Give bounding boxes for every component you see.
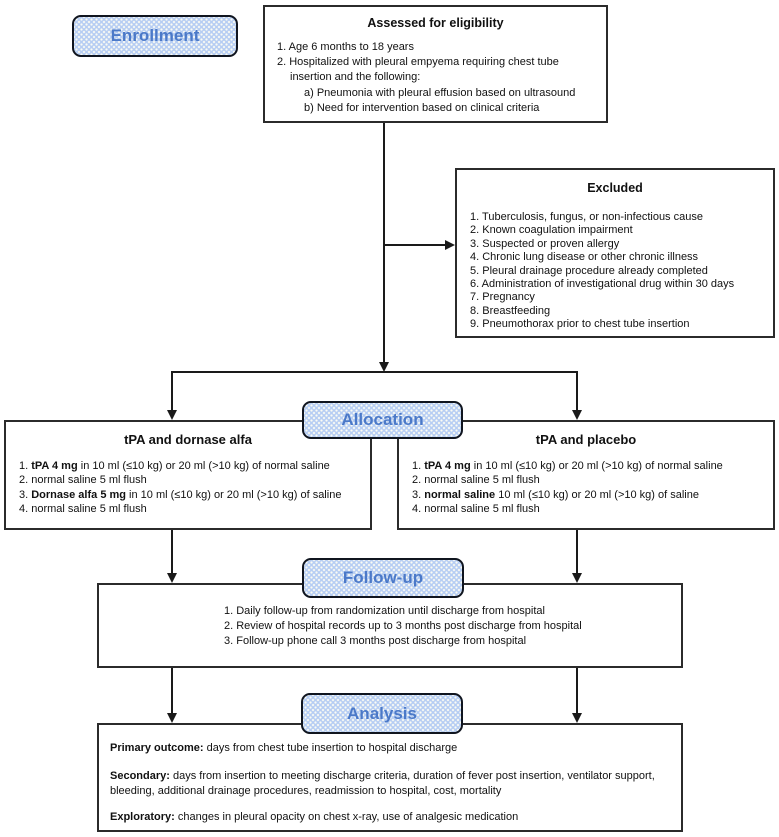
analysis-secondary: Secondary: days from insertion to meetin…	[110, 770, 655, 797]
arrowhead-down-icon	[572, 573, 582, 583]
arm-right-list: 1. tPA 4 mg in 10 ml (≤10 kg) or 20 ml (…	[412, 459, 723, 517]
list-item: 8. Breastfeeding	[470, 304, 551, 317]
list-item: 1. Tuberculosis, fungus, or non-infectio…	[470, 211, 703, 223]
list-item: 3. Suspected or proven allergy	[470, 237, 620, 250]
list-item: 3. normal saline 10 ml (≤10 kg) or 20 ml…	[412, 488, 699, 501]
list-item: 4. Chronic lung disease or other chronic…	[470, 251, 699, 264]
connector-armleft-to-followup	[171, 530, 173, 574]
connector-followup-to-analysis-right	[576, 668, 578, 714]
allocation-badge-label: Allocation	[341, 410, 424, 429]
list-item: 5. Pleural drainage procedure already co…	[470, 264, 708, 277]
list-item: 2. normal saline 5 ml flush	[19, 474, 147, 487]
eligibility-box: Assessed for eligibility 1. Age 6 months…	[263, 5, 608, 123]
connector-split-horizontal	[171, 371, 578, 373]
list-item: 3. Follow-up phone call 3 months post di…	[224, 634, 527, 647]
enrollment-badge: Enrollment	[72, 15, 238, 57]
list-item: 1. tPA 4 mg in 10 ml (≤10 kg) or 20 ml (…	[19, 460, 330, 472]
enrollment-badge-label: Enrollment	[110, 26, 200, 45]
list-item: 2. normal saline 5 ml flush	[412, 474, 540, 487]
analysis-badge: Analysis	[301, 693, 463, 734]
list-item: 1. Daily follow-up from randomization un…	[224, 605, 545, 617]
list-item: 1. Age 6 months to 18 years	[277, 41, 414, 53]
followup-box: 1. Daily follow-up from randomization un…	[97, 583, 683, 668]
arm-right-title: tPA and placebo	[535, 432, 637, 447]
list-item: 3. Dornase alfa 5 mg in 10 ml (≤10 kg) o…	[19, 488, 342, 501]
arm-box-tpa-placebo: tPA and placebo 1. tPA 4 mg in 10 ml (≤1…	[397, 420, 775, 530]
list-item: insertion and the following:	[290, 71, 421, 84]
list-item: 2. Review of hospital records up to 3 mo…	[224, 619, 582, 632]
arm-left-title: tPA and dornase alfa	[124, 432, 252, 447]
list-item: 9. Pneumothorax prior to chest tube inse…	[470, 318, 690, 331]
arrowhead-down-icon	[167, 410, 177, 420]
arrowhead-down-icon	[572, 410, 582, 420]
excluded-list: 1. Tuberculosis, fungus, or non-infectio…	[470, 211, 734, 332]
arrowhead-down-icon	[379, 362, 389, 372]
list-item: 6. Administration of investigational dru…	[470, 278, 735, 291]
connector-eligibility-down	[383, 123, 385, 363]
eligibility-list: 1. Age 6 months to 18 years 2. Hospitali…	[277, 40, 575, 116]
arrowhead-right-icon	[445, 240, 455, 250]
excluded-box: Excluded 1. Tuberculosis, fungus, or non…	[455, 168, 775, 338]
analysis-primary: Primary outcome: days from chest tube in…	[110, 742, 458, 754]
followup-badge: Follow-up	[302, 558, 464, 598]
arrowhead-down-icon	[572, 713, 582, 723]
connector-split-right-down	[576, 372, 578, 411]
eligibility-title: Assessed for eligibility	[367, 16, 504, 30]
list-item: b) Need for intervention based on clinic…	[304, 101, 540, 114]
arrowhead-down-icon	[167, 573, 177, 583]
list-item: 2. Known coagulation impairment	[470, 224, 633, 237]
followup-badge-label: Follow-up	[342, 568, 424, 587]
list-item: 7. Pregnancy	[470, 291, 535, 304]
connector-to-excluded	[384, 244, 445, 246]
connector-armright-to-followup	[576, 530, 578, 574]
list-item: 4. normal saline 5 ml flush	[19, 503, 147, 516]
connector-split-left-down	[171, 372, 173, 411]
analysis-badge-label: Analysis	[347, 703, 417, 723]
list-item: 1. tPA 4 mg in 10 ml (≤10 kg) or 20 ml (…	[412, 460, 723, 472]
arm-left-list: 1. tPA 4 mg in 10 ml (≤10 kg) or 20 ml (…	[19, 459, 341, 517]
list-item: a) Pneumonia with pleural effusion based…	[304, 86, 576, 99]
analysis-box: Primary outcome: days from chest tube in…	[97, 723, 683, 832]
list-item: 2. Hospitalized with pleural empyema req…	[277, 56, 559, 69]
connector-followup-to-analysis-left	[171, 668, 173, 714]
excluded-title: Excluded	[587, 181, 643, 195]
analysis-exploratory: Exploratory: changes in pleural opacity …	[110, 811, 519, 823]
arrowhead-down-icon	[167, 713, 177, 723]
allocation-badge: Allocation	[302, 401, 463, 439]
followup-list: 1. Daily follow-up from randomization un…	[224, 604, 582, 648]
list-item: 4. normal saline 5 ml flush	[412, 503, 540, 516]
